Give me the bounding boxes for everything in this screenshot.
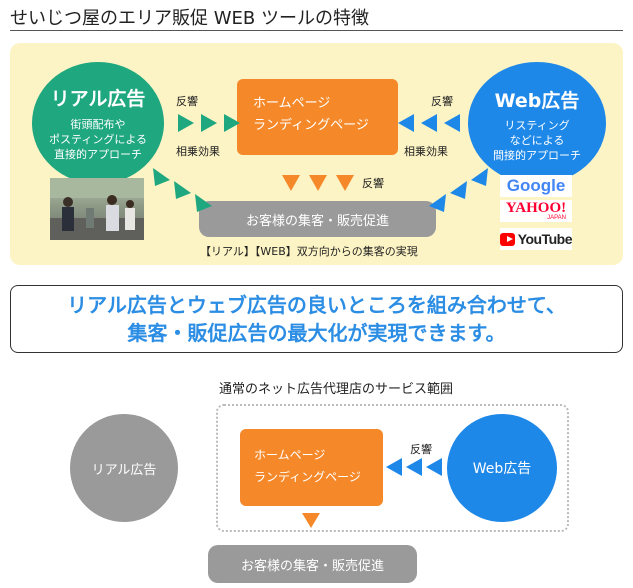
green-arrow-right-icon bbox=[224, 114, 240, 132]
green-arrow-right-icon bbox=[201, 114, 217, 132]
green-arrow-diagonal-icon bbox=[174, 181, 191, 199]
bottom-customer-label: お客様の集客・販売促進 bbox=[240, 558, 384, 574]
blue-arrow-left-icon bbox=[406, 458, 422, 476]
bottom-real-ad-circle: リアル広告 bbox=[70, 414, 178, 522]
message-box: リアル広告とウェブ広告の良いところを組み合わせて、 集客・販促広告の最大化が実現… bbox=[10, 285, 623, 353]
bottom-web-ad-label: Web広告 bbox=[472, 461, 532, 477]
message-line: 集客・販促広告の最大化が実現できます。 bbox=[127, 321, 506, 345]
green-arrow-diagonal-icon bbox=[195, 194, 212, 212]
down-response-label: 反響 bbox=[362, 177, 384, 190]
web-ad-title: Web広告 bbox=[494, 90, 580, 112]
message-line: リアル広告とウェブ広告の良いところを組み合わせて、 bbox=[67, 293, 566, 317]
orange-arrow-down-icon bbox=[309, 175, 327, 191]
real-ad-circle: リアル広告 街頭配布や ポスティングによる 直接的アプローチ bbox=[32, 62, 164, 184]
street-people-illustration bbox=[50, 178, 144, 240]
left-response-label: 反響 bbox=[176, 95, 198, 108]
youtube-logo-text: YouTube bbox=[517, 231, 573, 247]
real-ad-line: ポスティングによる bbox=[48, 133, 147, 146]
page-title: せいじつ屋のエリア販促 WEB ツールの特徴 bbox=[10, 8, 369, 29]
green-arrow-right-icon bbox=[178, 114, 194, 132]
blue-arrow-left-icon bbox=[444, 114, 460, 132]
google-logo-text: Google bbox=[506, 176, 566, 195]
customer-label: お客様の集客・販売促進 bbox=[245, 213, 389, 229]
bottom-homepage-line: ホームページ bbox=[254, 448, 326, 462]
real-ad-line: 街頭配布や bbox=[70, 118, 126, 131]
web-ad-line: リスティング bbox=[504, 119, 570, 132]
google-logo: Google bbox=[500, 175, 572, 197]
service-scope-border bbox=[216, 404, 569, 532]
left-synergy-label: 相乗効果 bbox=[176, 145, 220, 158]
homepage-line: ランディングページ bbox=[253, 118, 369, 133]
blue-arrow-left-icon bbox=[421, 114, 437, 132]
right-synergy-label: 相乗効果 bbox=[404, 145, 448, 158]
orange-arrow-down-icon bbox=[336, 175, 354, 191]
blue-arrow-left-icon bbox=[426, 458, 442, 476]
youtube-logo: YouTube bbox=[500, 228, 573, 250]
web-ad-circle: Web広告 リスティング などによる 間接的アプローチ bbox=[468, 62, 606, 184]
blue-arrow-left-icon bbox=[386, 458, 402, 476]
orange-arrow-down-icon bbox=[302, 513, 320, 528]
yahoo-logo: YAHOO! JAPAN bbox=[500, 200, 572, 222]
bottom-homepage-box: ホームページ ランディングページ bbox=[240, 429, 383, 506]
bottom-response-label: 反響 bbox=[410, 443, 432, 456]
green-arrow-diagonal-icon bbox=[153, 168, 170, 186]
blue-arrow-diagonal-icon bbox=[471, 168, 488, 186]
yahoo-logo-sub: JAPAN bbox=[547, 214, 566, 221]
bottom-customer-box: お客様の集客・販売促進 bbox=[208, 545, 417, 583]
bottom-real-ad-label: リアル広告 bbox=[91, 462, 157, 478]
yahoo-logo-text: YAHOO! bbox=[505, 199, 567, 216]
bottom-homepage-line: ランディングページ bbox=[254, 470, 361, 484]
web-ad-line: などによる bbox=[509, 134, 565, 147]
real-ad-title: リアル広告 bbox=[50, 88, 146, 110]
youtube-play-icon bbox=[500, 232, 515, 246]
bottom-section-title: 通常のネット広告代理店のサービス範囲 bbox=[219, 382, 454, 397]
bottom-web-ad-circle: Web広告 bbox=[447, 414, 557, 522]
title-divider bbox=[10, 30, 623, 31]
homepage-line: ホームページ bbox=[253, 96, 331, 111]
street-photo bbox=[50, 178, 144, 240]
blue-arrow-diagonal-icon bbox=[429, 194, 446, 212]
web-ad-line: 間接的アプローチ bbox=[493, 149, 581, 162]
blue-arrow-diagonal-icon bbox=[450, 181, 467, 199]
orange-arrow-down-icon bbox=[282, 175, 300, 191]
real-ad-line: 直接的アプローチ bbox=[53, 148, 142, 161]
bidirectional-caption: 【リアル】【WEB】双方向からの集客の実現 bbox=[200, 245, 418, 258]
homepage-box: ホームページ ランディングページ bbox=[237, 79, 398, 155]
customer-box: お客様の集客・販売促進 bbox=[199, 201, 436, 237]
right-response-label: 反響 bbox=[431, 95, 453, 108]
blue-arrow-left-icon bbox=[398, 114, 414, 132]
